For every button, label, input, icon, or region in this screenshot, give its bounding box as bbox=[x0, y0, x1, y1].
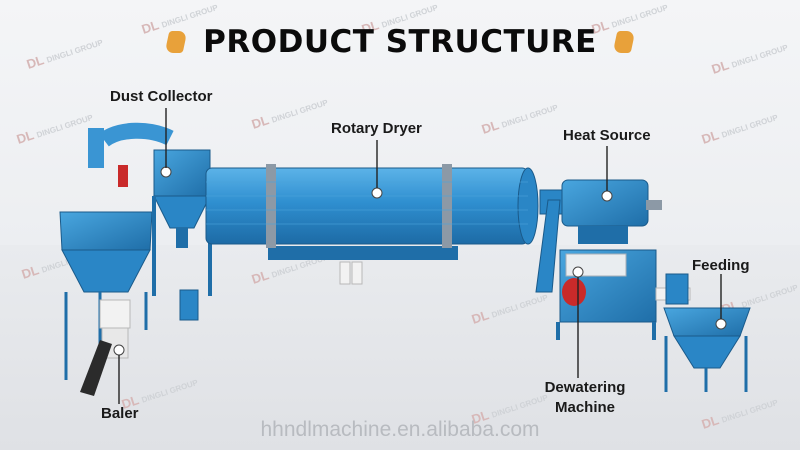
label-heat-source: Heat Source bbox=[563, 127, 651, 144]
heat-source-unit bbox=[539, 179, 662, 244]
label-rotary-dryer: Rotary Dryer bbox=[331, 120, 422, 137]
baler-unit bbox=[59, 211, 153, 396]
label-dewatering-machine: Dewatering Machine bbox=[535, 378, 635, 418]
dust-collector-unit bbox=[88, 122, 212, 321]
title-decoration-left bbox=[164, 31, 188, 53]
rotary-dryer-unit bbox=[205, 164, 539, 285]
label-baler: Baler bbox=[101, 405, 139, 422]
footer-url: hhndlmachine.en.alibaba.com bbox=[260, 418, 540, 441]
title-decoration-right bbox=[612, 31, 636, 53]
page-title: PRODUCT STRUCTURE bbox=[0, 20, 800, 64]
label-dewatering-line2: Machine bbox=[554, 399, 615, 416]
label-dewatering-line1: Dewatering bbox=[544, 379, 626, 396]
label-feeding: Feeding bbox=[692, 257, 750, 274]
label-dust-collector: Dust Collector bbox=[110, 88, 213, 105]
leader-lines bbox=[118, 108, 722, 404]
feeding-unit bbox=[663, 273, 751, 392]
title-text: PRODUCT STRUCTURE bbox=[203, 24, 597, 60]
dewatering-machine-unit bbox=[535, 199, 691, 340]
